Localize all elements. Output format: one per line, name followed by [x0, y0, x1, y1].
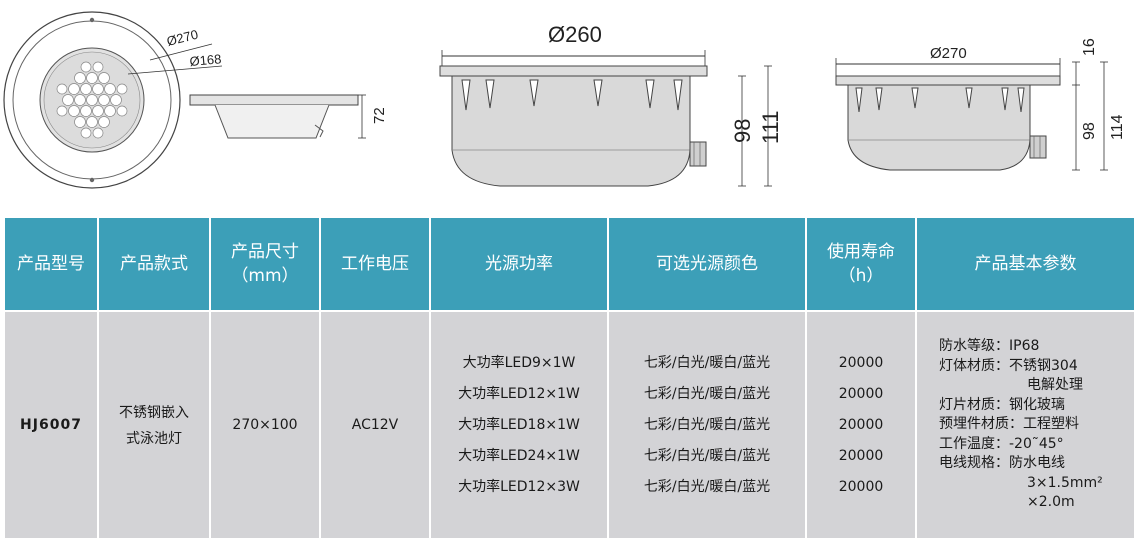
cell-voltage: AC12V: [320, 310, 431, 538]
header-colors: 可选光源颜色: [608, 218, 807, 311]
cell-style-line2: 式泳池灯: [126, 431, 182, 447]
cell-params: 防水等级： IP68 灯体材质： 不锈钢304 电解处理 灯片材质： 钢化玻璃 …: [916, 310, 1134, 538]
header-size-unit: （mm）: [231, 266, 299, 286]
header-style: 产品款式: [98, 218, 211, 311]
section-2-body-height-dim: 98: [1081, 122, 1098, 140]
list-item: 20000: [838, 478, 884, 495]
section-1-diameter-dim: Ø260: [548, 22, 602, 47]
section-2-diameter-dim: Ø270: [930, 45, 967, 62]
cell-life: 20000 20000 20000 20000 20000: [806, 310, 917, 538]
param-working-temp: 工作温度： -20˜45°: [939, 435, 1064, 452]
param-embed-material: 预埋件材质： 工程塑料: [939, 416, 1079, 433]
side-view-height-dim: 72: [371, 107, 388, 124]
header-size: 产品尺寸 （mm）: [210, 218, 321, 311]
list-item: 大功率LED18×1W: [458, 416, 580, 433]
top-view-inner-dim: Ø168: [189, 51, 222, 69]
table-row: HJ6007 不锈钢嵌入 式泳池灯 270×100 AC12V 大功率LED9×…: [5, 310, 1134, 538]
header-model: 产品型号: [5, 218, 99, 311]
list-item: 七彩/白光/暖白/蓝光: [643, 447, 771, 464]
section-2-total-height-dim: 114: [1109, 114, 1126, 140]
param-waterproof: 防水等级： IP68: [939, 338, 1040, 355]
header-life-unit: （h）: [838, 266, 884, 286]
list-item: 20000: [838, 416, 884, 433]
header-power: 光源功率: [430, 218, 609, 311]
param-cable: 电线规格： 防水电线: [939, 455, 1065, 472]
list-item: 七彩/白光/暖白/蓝光: [643, 354, 771, 371]
cell-power: 大功率LED9×1W 大功率LED12×1W 大功率LED18×1W 大功率LE…: [430, 310, 609, 538]
section-1-total-height-dim: 111: [758, 111, 783, 144]
cell-colors: 七彩/白光/暖白/蓝光 七彩/白光/暖白/蓝光 七彩/白光/暖白/蓝光 七彩/白…: [608, 310, 807, 538]
list-item: 七彩/白光/暖白/蓝光: [643, 478, 771, 495]
table-header-row: 产品型号 产品款式 产品尺寸 （mm） 工作电压 光源功率 可选光源颜色 使用寿…: [5, 218, 1134, 311]
spec-table: 产品型号 产品款式 产品尺寸 （mm） 工作电压 光源功率 可选光源颜色 使用寿…: [5, 218, 1134, 538]
header-size-label: 产品尺寸: [231, 242, 299, 262]
list-item: 20000: [838, 354, 884, 371]
param-cable-cont-2: ×2.0m: [1027, 494, 1075, 511]
list-item: 20000: [838, 447, 884, 464]
list-item: 七彩/白光/暖白/蓝光: [643, 385, 771, 402]
param-body-material: 灯体材质： 不锈钢304: [939, 357, 1078, 374]
header-voltage: 工作电压: [320, 218, 431, 311]
param-body-material-cont: 电解处理: [1027, 377, 1083, 394]
list-item: 20000: [838, 385, 884, 402]
cell-style: 不锈钢嵌入 式泳池灯: [98, 310, 211, 538]
cell-style-line1: 不锈钢嵌入: [119, 405, 189, 421]
technical-drawings: Ø270 Ø168 72 Ø260 98 111: [3, 11, 1126, 189]
cell-model: HJ6007: [5, 310, 99, 538]
section-1-body-height-dim: 98: [730, 119, 755, 143]
top-view-outer-dim: Ø270: [165, 27, 199, 49]
list-item: 大功率LED12×1W: [458, 385, 580, 402]
side-view-drawing: 72: [189, 94, 388, 139]
list-item: 大功率LED12×3W: [458, 478, 580, 495]
section-view-2-drawing: Ø270 16 98 114: [835, 38, 1126, 171]
top-view-drawing: Ø270 Ø168: [3, 11, 223, 189]
param-cable-cont-1: 3×1.5mm²: [1027, 474, 1103, 491]
header-life-label: 使用寿命: [827, 242, 895, 262]
cell-size: 270×100: [210, 310, 321, 538]
section-2-flange-dim: 16: [1081, 38, 1098, 56]
section-view-1-drawing: Ø260 98 111: [439, 22, 783, 187]
header-params: 产品基本参数: [916, 218, 1134, 311]
param-glass-material: 灯片材质： 钢化玻璃: [939, 396, 1065, 413]
list-item: 七彩/白光/暖白/蓝光: [643, 416, 771, 433]
header-life: 使用寿命 （h）: [806, 218, 917, 311]
list-item: 大功率LED24×1W: [458, 447, 580, 464]
list-item: 大功率LED9×1W: [462, 354, 576, 371]
